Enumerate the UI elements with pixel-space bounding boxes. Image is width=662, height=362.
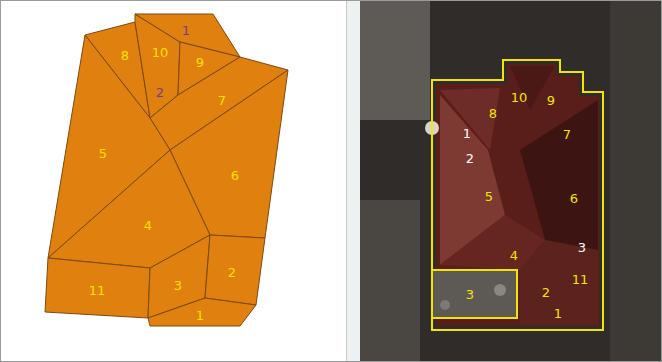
left-panel-border (1, 1, 347, 362)
photo-object (494, 284, 506, 296)
callout-number: 3 (466, 288, 474, 301)
callout-number: 1 (554, 307, 562, 320)
callout-number: 10 (152, 46, 169, 59)
photo-ground (610, 0, 662, 362)
photo-roof (510, 66, 555, 110)
callout-number: 2 (466, 152, 474, 165)
roof-model (45, 14, 288, 326)
outline (432, 270, 517, 318)
outline (432, 60, 603, 330)
callout-number: 9 (196, 56, 204, 69)
callout-number: 1 (196, 309, 204, 322)
callout-number: 7 (218, 94, 226, 107)
callout-number: 5 (99, 147, 107, 160)
photo-ground (360, 200, 420, 362)
callout-number: 4 (510, 249, 518, 262)
divider-strip (346, 0, 360, 362)
callout-number: 3 (578, 241, 586, 254)
callout-number: 11 (572, 273, 589, 286)
callout-number: 7 (563, 128, 571, 141)
callout-number: 5 (485, 190, 493, 203)
callout-number: 2 (228, 266, 236, 279)
roof-facet (205, 235, 265, 305)
callout-number: 9 (547, 94, 555, 107)
callout-number: 1 (182, 24, 190, 37)
photo-ground (360, 0, 430, 120)
roof-facet (45, 258, 150, 318)
callout-number: 2 (156, 86, 164, 99)
photo-roof (520, 240, 598, 325)
callout-number: 4 (144, 219, 152, 232)
photo-ground (360, 0, 662, 362)
photo-roof (520, 100, 598, 250)
callout-number: 6 (231, 169, 239, 182)
photo-object (440, 300, 450, 310)
callout-number: 8 (121, 49, 129, 62)
photo-terrace (433, 271, 516, 317)
callout-number: 8 (489, 107, 497, 120)
callout-number: 2 (542, 286, 550, 299)
roof-facet (148, 298, 256, 326)
callout-number: 3 (174, 279, 182, 292)
satellite-photo (360, 0, 662, 362)
callout-number: 11 (89, 284, 106, 297)
callout-number: 1 (463, 127, 471, 140)
callout-number: 10 (511, 91, 528, 104)
callout-number: 6 (570, 192, 578, 205)
